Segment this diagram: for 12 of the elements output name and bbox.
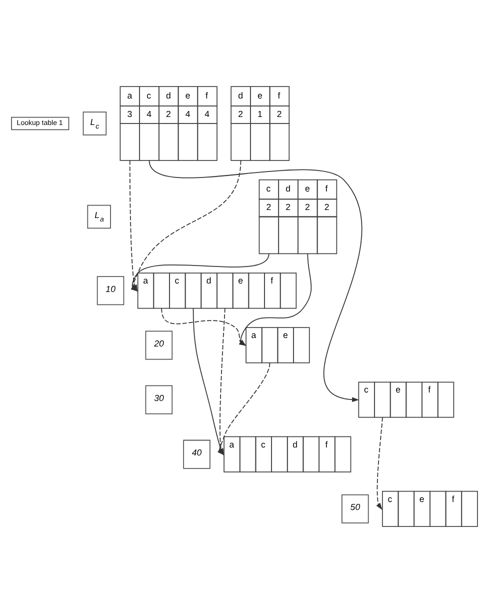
node-box: L$_{a}$: [87, 204, 111, 228]
arrow: [217, 362, 270, 455]
node-box: 30: [145, 384, 173, 414]
node-box: 20: [145, 330, 173, 360]
node-box: 10: [96, 276, 124, 305]
arrow: [218, 307, 226, 456]
arrow: [192, 307, 224, 456]
arrow: [148, 160, 362, 402]
node-box: L$_{c}$: [82, 111, 107, 135]
node-box: 40: [183, 439, 210, 468]
node-box: 50: [342, 494, 369, 523]
arrow: [376, 416, 383, 510]
